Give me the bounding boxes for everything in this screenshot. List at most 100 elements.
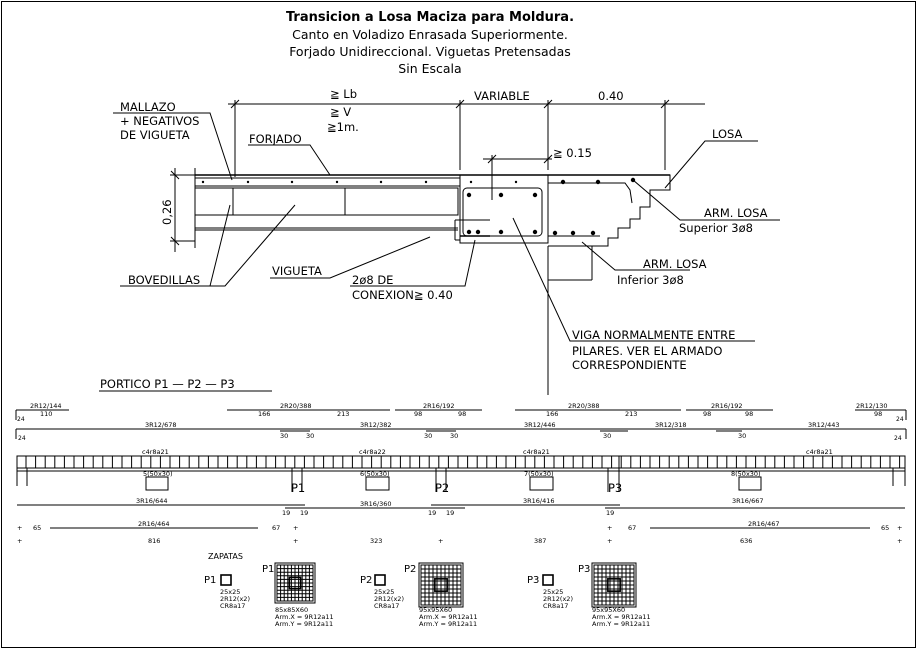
lower-bar-right: 67: [272, 524, 280, 532]
top-bar-seg: 98: [414, 410, 422, 418]
overlap-19: 19: [428, 509, 436, 517]
top-bar-label: 2R20/388: [280, 402, 312, 410]
label-bovedillas: BOVEDILLAS: [128, 273, 200, 287]
mid-hook-left: 24: [18, 435, 26, 442]
top-bar-label: 2R12/130: [856, 402, 888, 410]
dim-026: 0,26: [160, 199, 174, 225]
plus-mark: +: [897, 524, 902, 532]
label-viga-3: CORRESPONDIENTE: [572, 358, 687, 372]
top-bar-seg: 213: [337, 410, 349, 418]
col-arm: 2R12(x2): [220, 595, 250, 603]
label-viga-1: VIGA NORMALMENTE ENTRE: [572, 328, 735, 342]
top-bar-seg: 213: [625, 410, 637, 418]
overlap-19: 19: [606, 509, 614, 517]
overlap-30: 30: [306, 432, 314, 440]
label-superior-3o8: Superior 3ø8: [679, 221, 753, 235]
lower-bar-left: 65: [33, 524, 41, 532]
pilar-label: P1: [204, 575, 216, 586]
stirrup-label: c4r8a22: [359, 448, 386, 456]
opening-box: [365, 476, 390, 491]
column-square: [220, 574, 232, 586]
overlap-19: 19: [446, 509, 454, 517]
column-square: [374, 574, 386, 586]
span-value: 816: [148, 537, 160, 545]
overlap-30: 30: [450, 432, 458, 440]
bottom-bar-label: 3R16/667: [732, 497, 764, 505]
col-cerco: CR8a17: [374, 602, 399, 610]
mid-bar-label: 3R12/678: [145, 421, 177, 429]
plus-mark: +: [293, 537, 298, 545]
span-value: 323: [370, 537, 382, 545]
dim-1m: ≧1m.: [327, 120, 359, 134]
opening-box: [145, 476, 169, 491]
top-bar-seg: 98: [458, 410, 466, 418]
column-label-p3: P3: [608, 481, 622, 495]
zapatas: ZAPATAS P1 25x25 2R12(x2) CR8a17 P1 85x8…: [204, 552, 651, 628]
opening-label: 6(50x30): [360, 470, 390, 478]
overlap-30: 30: [603, 432, 611, 440]
title-line-4: Sin Escala: [398, 61, 461, 76]
footing-arm-x: Arm.X = 9R12a11: [592, 613, 651, 621]
hook-top-right: 24: [896, 416, 904, 423]
column-label-p1: P1: [291, 481, 305, 495]
opening-box: [529, 476, 554, 491]
opening-label: 7(50x30): [524, 470, 554, 478]
label-de-vigueta: DE VIGUETA: [120, 128, 190, 142]
span-value: 636: [740, 537, 752, 545]
lower-bar-left: 67: [628, 524, 636, 532]
lower-bar-right: 65: [881, 524, 889, 532]
bottom-bar-label: 3R16/416: [523, 497, 555, 505]
label-viga-2: PILARES. VER EL ARMADO: [572, 344, 722, 358]
col-cerco: CR8a17: [220, 602, 245, 610]
mid-bar-label: 3R12/382: [360, 421, 392, 429]
mid-bar-label: 3R12/318: [655, 421, 687, 429]
plus-mark: +: [438, 537, 443, 545]
title-line-2: Canto en Voladizo Enrasada Superiormente…: [292, 27, 568, 42]
dim-v: ≧ V: [330, 105, 351, 119]
label-mallazo: MALLAZO: [120, 100, 176, 114]
label-2o8-de: 2ø8 DE: [352, 273, 393, 287]
footing-arm-x: Arm.X = 9R12a11: [275, 613, 334, 621]
footing-size: 95x95X60: [592, 606, 625, 614]
title-line-1: Transicion a Losa Maciza para Moldura.: [286, 10, 574, 25]
opening-box: [738, 476, 762, 491]
overlap-30: 30: [738, 432, 746, 440]
lower-bars: + 65 2R16/464 67 + + 67 2R16/467 65 +: [17, 520, 902, 532]
span-value: 387: [534, 537, 546, 545]
pilar-label: P3: [527, 575, 539, 586]
zapata-p3: P3 25x25 2R12(x2) CR8a17 P3 95x95X60 Arm…: [527, 562, 651, 628]
bottom-bar-label: 3R16/644: [136, 497, 168, 505]
footing-size: 95x95X60: [419, 606, 452, 614]
hook-top-left: 24: [17, 416, 25, 423]
plus-mark: +: [897, 537, 902, 545]
footing-arm-y: Arm.Y = 9R12a11: [592, 620, 650, 628]
bottom-bars: 3R16/644 3R16/360 3R16/416 3R16/667 19 1…: [17, 497, 905, 517]
stirrup-label: c4r8a21: [806, 448, 833, 456]
portico-title: PORTICO P1 — P2 — P3: [100, 377, 235, 391]
plus-mark: +: [607, 537, 612, 545]
label-conexion: CONEXION≧ 0.40: [352, 288, 453, 302]
stirrup-ticks: [25, 456, 901, 468]
label-inferior-3o8: Inferior 3ø8: [617, 273, 684, 287]
lower-bar-label: 2R16/467: [748, 520, 780, 528]
footing-arm-y: Arm.Y = 9R12a11: [275, 620, 333, 628]
pilar-label: P2: [360, 575, 372, 586]
dim-015: ≧ 0.15: [553, 146, 592, 160]
column-label-p2: P2: [435, 481, 449, 495]
footing-outline: [274, 562, 316, 604]
footing-grid: [418, 562, 464, 608]
section-detail: ≧ Lb ≧ V ≧1m. VARIABLE 0.40 ≧ 0.15 0,26: [113, 87, 780, 395]
plus-mark: +: [17, 537, 22, 545]
col-cerco: CR8a17: [543, 602, 568, 610]
label-arm-losa-superior: ARM. LOSA: [704, 206, 768, 220]
zapata-p1: P1 25x25 2R12(x2) CR8a17 P1 85x85X60 Arm…: [204, 562, 334, 628]
lower-bar-label: 2R16/464: [138, 520, 170, 528]
overlap-19: 19: [282, 509, 290, 517]
portico-elevation: PORTICO P1 — P2 — P3 2R12/144 110 24 2R2…: [15, 377, 907, 545]
col-arm: 2R12(x2): [543, 595, 573, 603]
footing-grid: [591, 562, 637, 608]
dim-lb: ≧ Lb: [330, 87, 357, 101]
footing-label: P1: [262, 564, 274, 575]
col-arm: 2R12(x2): [374, 595, 404, 603]
